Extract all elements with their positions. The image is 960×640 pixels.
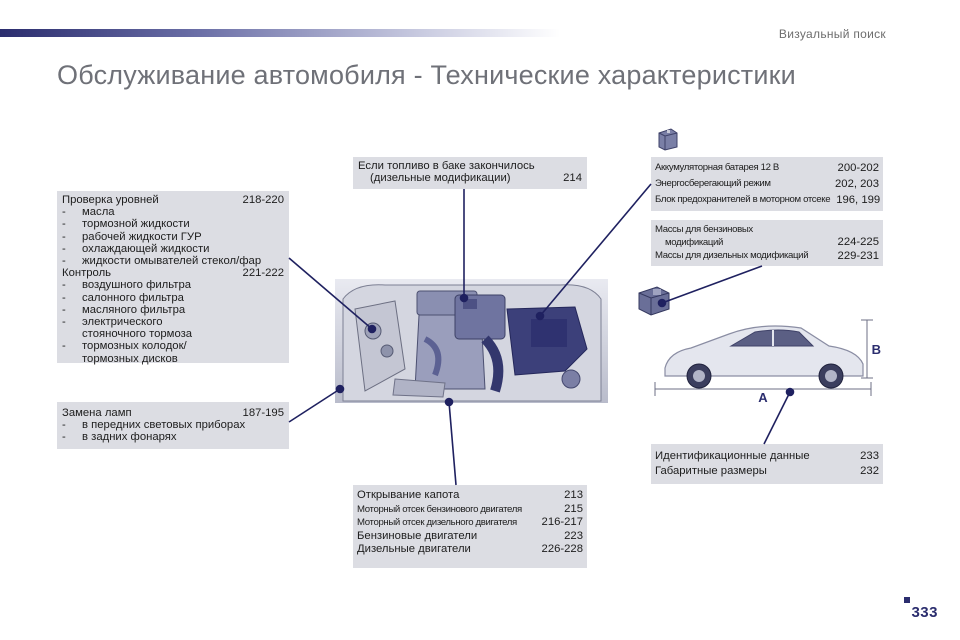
petrol-mass-label: Массы для бензиновых [655, 224, 753, 235]
control-pages[interactable]: 221-222 [242, 267, 284, 280]
diesel-engine-bay-pages[interactable]: 216-217 [541, 516, 583, 528]
lamps-pages[interactable]: 187-195 [242, 407, 284, 419]
identification-box: Идентификационные данные 233 Габаритные р… [651, 444, 883, 484]
dimensions-label: Габаритные размеры [655, 465, 767, 477]
petrol-mass-pages[interactable]: 224-225 [837, 236, 879, 248]
battery-pages[interactable]: 200-202 [837, 162, 879, 174]
dimensions-pages[interactable]: 232 [860, 465, 879, 477]
control-item: салонного фильтра [82, 291, 184, 304]
eco-mode-pages[interactable]: 202, 203 [835, 178, 879, 190]
petrol-engines-label: Бензиновые двигатели [357, 529, 478, 542]
ident-label: Идентификационные данные [655, 450, 810, 462]
diesel-engines-label: Дизельные двигатели [357, 543, 471, 555]
control-item: воздушного фильтра [82, 279, 192, 292]
page-number: 333 [911, 604, 938, 621]
petrol-engine-bay-label: Моторный отсек бензинового двигателя [357, 503, 522, 515]
hood-box: Открывание капота 213 Моторный отсек бенз… [353, 485, 587, 568]
section-title: Визуальный поиск [778, 27, 886, 41]
height-label: B [872, 342, 881, 357]
levels-item: масла [82, 206, 115, 219]
fusebox-label: Блок предохранителей в моторном отсеке [655, 194, 831, 205]
page-marker [904, 597, 910, 603]
petrol-engines-pages[interactable]: 223 [564, 529, 583, 542]
fuel-line2: (дизельные модификации) [370, 172, 511, 185]
lamps-item: в передних световых приборах [82, 419, 246, 432]
page-title: Обслуживание автомобиля - Технические ха… [57, 60, 796, 90]
control-item: масляного фильтра [82, 303, 186, 316]
hood-open-label: Открывание капота [357, 489, 460, 501]
petrol-engine-bay-pages[interactable]: 215 [564, 502, 583, 515]
hood-open-pages[interactable]: 213 [564, 489, 583, 501]
header-gradient-bar [0, 29, 560, 37]
length-label: A [758, 390, 768, 402]
diesel-mass-label: Массы для дизельных модификаций [655, 250, 809, 261]
fuel-empty-box: Если топливо в баке закончилось (дизельн… [353, 157, 587, 189]
control-item: электрического [82, 316, 163, 329]
control-item-cont: тормозных дисков [82, 352, 178, 365]
eco-mode-label: Энергосберегающий режим [655, 178, 771, 189]
fuel-pages[interactable]: 214 [563, 172, 582, 185]
diesel-mass-pages[interactable]: 229-231 [837, 250, 879, 262]
battery-box: Аккумуляторная батарея 12 В 200-202 Энерг… [651, 157, 883, 211]
diesel-engines-pages[interactable]: 226-228 [541, 543, 583, 555]
fusebox-icon [638, 286, 670, 316]
engine-bay-illustration [335, 279, 608, 403]
levels-item: жидкости омывателей стекол/фар [82, 255, 262, 268]
control-item: тормозных колодок/ [82, 340, 187, 353]
petrol-mass-label-cont: модификаций [665, 237, 724, 248]
battery-icon [658, 128, 678, 151]
diesel-engine-bay-label: Моторный отсек дизельного двигателя [357, 517, 517, 528]
leader-hood [448, 401, 457, 486]
leader-masses [661, 265, 763, 304]
battery-label: Аккумуляторная батарея 12 В [655, 162, 779, 173]
control-title: Контроль [62, 267, 112, 280]
levels-item: рабочей жидкости ГУР [82, 230, 202, 243]
fuel-line1: Если топливо в баке закончилось [358, 160, 535, 172]
lamps-title: Замена ламп [62, 407, 132, 419]
levels-title: Проверка уровней [62, 194, 159, 206]
levels-item: охлаждающей жидкости [82, 242, 210, 255]
levels-item: тормозной жидкости [82, 218, 190, 231]
leader-lamps [288, 388, 341, 423]
ident-pages[interactable]: 233 [860, 450, 879, 462]
lamps-item: в задних фонарях [82, 431, 177, 444]
fusebox-pages[interactable]: 196, 199 [836, 194, 881, 206]
control-item-cont: стояночного тормоза [82, 328, 193, 341]
car-side-view-illustration: A B [654, 319, 881, 402]
levels-pages[interactable]: 218-220 [242, 194, 284, 206]
